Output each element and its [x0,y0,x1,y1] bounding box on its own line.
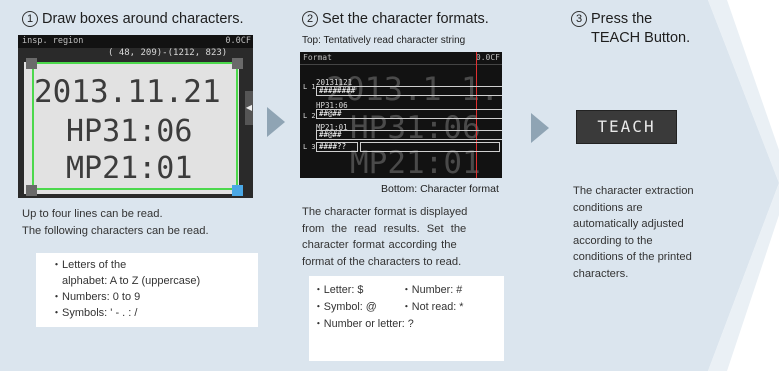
list-item: ・Number or letter: ? [313,318,414,330]
screen-header-left: Format [303,53,332,62]
row-read-3: MP21:01 [316,123,348,132]
row-format-field-4-tail[interactable] [360,142,500,152]
screen-header-left: insp. region [22,36,84,46]
roi-box[interactable] [32,62,238,190]
step1-screen: insp. region 0.0CF ( 48, 209)-(1212, 823… [18,35,253,198]
roi-handle-top-right[interactable] [232,58,243,69]
side-tab-arrow-icon[interactable]: ◀ [245,91,253,125]
row-read-1: 20131121 [316,78,353,87]
roi-handle-top-left[interactable] [26,58,37,69]
step-arrow-1 [267,107,285,137]
row-label-3: L 3 [303,143,316,151]
label-image [24,62,239,194]
row-read-2: HP31:06 [316,101,348,110]
list-item: ・Letters of the [51,259,127,271]
ghost-line-1: 2013.1 1.21 [326,70,502,108]
screen-coords: ( 48, 209)-(1212, 823) [108,48,228,58]
step2-number: 2 [302,11,318,27]
row-label-2: L 2 [303,112,316,120]
list-item: alphabet: A to Z (uppercase) [62,275,201,287]
printed-line-3: MP21:01 [66,151,193,186]
step2-description: The character format is displayed from t… [302,206,468,268]
list-item: ・Letter: $・Number: # [313,284,463,296]
step3-description: The character extraction conditions are … [573,185,694,280]
printed-line-2: HP31:06 [66,114,193,149]
row-format-field-3[interactable]: ##@## [316,130,502,140]
screen-header-bar [18,35,253,48]
step1-number: 1 [22,11,38,27]
screen-header-right: 0.0CF [225,36,251,46]
step2-screen: Format 0.0CF 2013.1 1.21 HP31:06 MP21:01… [300,52,502,178]
list-item: ・Symbols: ' - . : / [51,307,138,319]
step1-description: Up to four lines can be read. The follow… [22,208,209,237]
step2-format-legend: ・Letter: $・Number: # ・Symbol: @・Not read… [309,276,504,361]
ghost-line-2: HP31:06 [350,110,481,146]
big-chevron-highlight [708,0,779,371]
row-format-field-1[interactable]: ######## [316,86,502,96]
step2-bottom-caption: Bottom: Character format [381,183,499,195]
row-format-field-4[interactable]: ####?? [316,142,358,152]
step-arrow-2 [531,113,549,143]
step3-title-line2: TEACH Button. [591,30,691,46]
list-item: ・Symbol: @・Not read: * [313,301,464,313]
row-label-1: L 1 [303,83,316,91]
row-format-field-2[interactable]: ##@## [316,109,502,119]
ghost-line-3: MP21:01 [350,145,481,178]
printed-line-1: 2013.11.21 [34,74,221,110]
roi-handle-bottom-right[interactable] [232,185,243,196]
step1-character-list: ・Letters of the alphabet: A to Z (upperc… [36,253,258,327]
screen-divider [300,64,502,65]
step3-number: 3 [571,11,587,27]
roi-handle-bottom-left[interactable] [26,185,37,196]
screen-header-right: 0.0CF [475,53,500,62]
step2-top-caption: Top: Tentatively read character string [302,35,466,46]
format-cursor-line [476,52,477,178]
teach-button[interactable]: TEACH [576,110,677,144]
list-item: ・Numbers: 0 to 9 [51,291,141,303]
